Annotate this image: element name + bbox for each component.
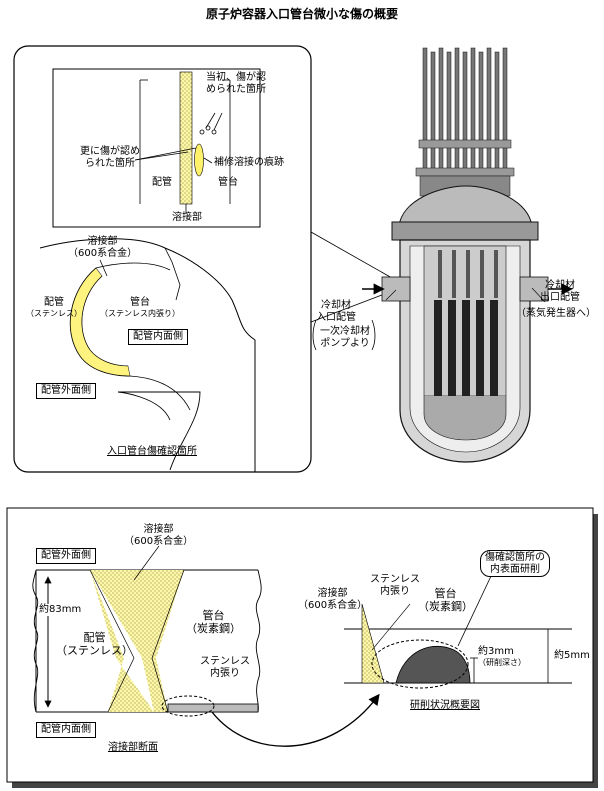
outlet-nozzle [519, 276, 549, 302]
grind-depth-label: 約3mm （研削深さ） [478, 646, 526, 667]
more-crack-label: 更に傷が認め られた箇所 [80, 146, 140, 169]
reactor-vessel [381, 47, 549, 463]
inset-pipe-label: 配管 [152, 177, 172, 188]
vessel-head [398, 185, 533, 227]
top-nozzle-label: 管台 （ステンレス内張り） [100, 297, 180, 318]
top-pipe-label: 配管 （ステンレス） [26, 297, 82, 318]
callout-label: 傷確認箇所の 内表面研削 [480, 550, 550, 577]
inset-pipe-band [179, 71, 193, 205]
repair-weld-mark [194, 143, 204, 177]
detail-weld [361, 603, 385, 684]
weld-ring [69, 267, 131, 377]
detail-highlight [371, 639, 469, 689]
top-panel-caption: 入口管台傷確認箇所 [107, 446, 197, 457]
outer-side-label: 配管外面側 [36, 548, 96, 564]
inlet-sub-label: 一次冷却材 ポンプより [320, 326, 370, 349]
inset-nozzle-label: 管台 [218, 177, 238, 188]
repair-weld-label: 補修溶接の痕跡 [214, 157, 284, 168]
detail-weld-label: 溶接部 （600系合金） [298, 588, 368, 611]
page-title: 原子炉容器入口管台微小な傷の概要 [205, 7, 398, 21]
outlet-sub-label: （蒸気発生器へ） [516, 308, 596, 319]
detail-nozzle-label: 管台 （炭素鋼） [418, 587, 473, 613]
inset-frame [52, 68, 261, 228]
section-weld-label: 溶接部 （600系合金） [124, 524, 194, 547]
thickness-label: 約83mm [39, 604, 82, 616]
inlet-nozzle [381, 276, 411, 302]
top-weld-label: 溶接部 （600系合金） [68, 236, 138, 259]
weld-zone [90, 570, 184, 712]
total-depth-label: 約5mm [554, 650, 590, 661]
detail-liner-label: ステンレス 内張り [370, 574, 420, 597]
section-pipe-label: 配管 （ステンレス） [56, 631, 133, 657]
detail-arrow [211, 693, 380, 747]
outlet-label: 冷却材 出口配管 [540, 280, 580, 303]
pipe-outer-label: 配管外面側 [36, 383, 96, 399]
callout-line-lower [310, 289, 396, 323]
first-crack-label: 当初、傷が認 められた箇所 [206, 72, 266, 95]
section-nozzle-label: 管台 （炭素鋼） [186, 609, 241, 635]
section-liner-label: ステンレス 内張り [200, 656, 250, 679]
crack-highlight [161, 695, 215, 717]
callout-line-upper [310, 231, 393, 279]
inset-weld-label: 溶接部 [172, 212, 202, 223]
control-rod-drives [415, 47, 515, 197]
ground-region [395, 646, 471, 684]
nozzle-outline [39, 238, 256, 472]
pipe-inner-label: 配管内面側 [128, 329, 188, 345]
section-caption: 溶接部断面 [108, 742, 158, 753]
detail-caption: 研削状況概要図 [410, 700, 480, 711]
inner-side-label: 配管内面側 [36, 722, 96, 738]
inlet-label: 冷却材 入口配管 [316, 300, 356, 323]
